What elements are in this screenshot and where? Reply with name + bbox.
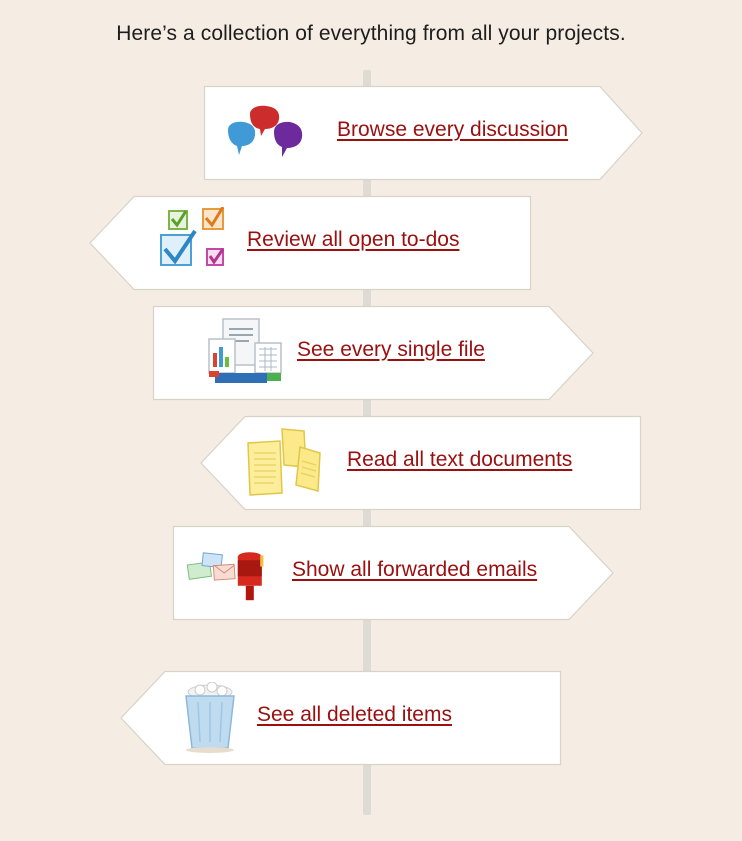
sign-deleted-items[interactable]: See all deleted items [120, 670, 562, 766]
see-files-link[interactable]: See every single file [297, 338, 485, 361]
review-todos-link[interactable]: Review all open to-dos [247, 228, 460, 251]
sign-arrow-shape [203, 85, 643, 181]
browse-discussions-link[interactable]: Browse every discussion [337, 118, 569, 141]
speech-bubbles-icon [228, 105, 303, 157]
trash-can-icon [185, 682, 235, 753]
sign-arrow-shape [172, 525, 614, 621]
show-forwarded-emails-link[interactable]: Show all forwarded emails [292, 558, 538, 581]
mailbox-icon [186, 552, 264, 601]
read-text-documents-link[interactable]: Read all text documents [347, 448, 573, 471]
sign-text-documents[interactable]: Read all text documents [200, 415, 642, 511]
sign-forwarded-emails[interactable]: Show all forwarded emails [172, 525, 615, 621]
sign-arrow-shape [89, 195, 532, 291]
sign-files[interactable]: See every single file [152, 305, 595, 401]
files-icon [208, 318, 282, 383]
page-intro: Here’s a collection of everything from a… [116, 22, 626, 45]
sign-todos[interactable]: Review all open to-dos [89, 195, 532, 291]
sign-discussions[interactable]: Browse every discussion [203, 85, 644, 181]
checkbox-todos-icon [160, 207, 225, 266]
text-documents-icon [247, 428, 321, 496]
see-deleted-items-link[interactable]: See all deleted items [257, 703, 452, 726]
